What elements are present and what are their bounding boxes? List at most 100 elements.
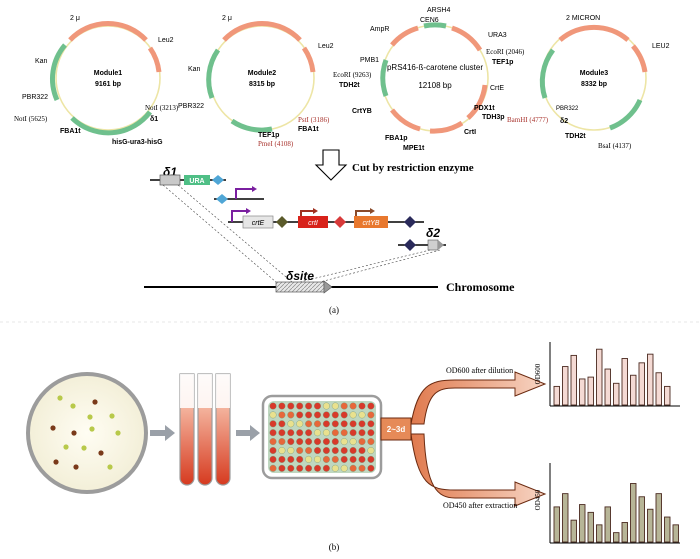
bar (562, 493, 569, 543)
well (287, 447, 295, 455)
colony (92, 399, 98, 405)
well (314, 429, 322, 437)
well (322, 402, 330, 410)
well (367, 455, 375, 463)
well (340, 411, 348, 419)
well (314, 402, 322, 410)
module3-label-delta2: δ2 (560, 118, 568, 125)
colony (81, 445, 87, 451)
crti-label: crtI (308, 220, 318, 227)
colonies (50, 395, 121, 470)
prs416-label-ecori-9263: EcoRI (9263) (333, 71, 372, 79)
well (358, 447, 366, 455)
well (367, 411, 375, 419)
well (278, 455, 286, 463)
well (340, 429, 348, 437)
bar (562, 366, 569, 406)
bar (587, 511, 594, 543)
bar (553, 506, 560, 543)
well (314, 464, 322, 472)
bar (672, 524, 679, 543)
module1-label-fba1t: FBA1t (60, 128, 81, 135)
well (278, 438, 286, 446)
well (331, 402, 339, 410)
well (349, 411, 357, 419)
well (322, 438, 330, 446)
well (287, 429, 295, 437)
colony (53, 459, 59, 465)
well (358, 402, 366, 410)
well (269, 447, 277, 455)
culture-tube-3 (215, 373, 231, 486)
well (322, 429, 330, 437)
well (322, 455, 330, 463)
well (367, 402, 375, 410)
plasmid-module2: Module2 8315 bp 2 μ Leu2 Kan PBR322 PstI… (178, 15, 334, 148)
module1-label-delta1: δ1 (150, 116, 158, 123)
well (269, 429, 277, 437)
well (287, 464, 295, 472)
ura-label: URA (189, 178, 204, 185)
top-chart-axis-label: OD600 (534, 363, 542, 384)
well (278, 402, 286, 410)
module1-label-noti-3213: NotI (3213) (145, 104, 179, 112)
prs416-label-ampr: AmpR (370, 26, 389, 33)
well (296, 429, 304, 437)
well (358, 438, 366, 446)
panel-a: Module1 9161 bp 2 μ Leu2 Kan PBR322 NotI… (14, 7, 670, 315)
module3-label-pbr322: PBR322 (556, 106, 579, 112)
module2-label-tef1p: TEF1p (258, 132, 279, 139)
bar (596, 524, 603, 543)
module1-label-pbr322: PBR322 (22, 94, 48, 101)
well (340, 420, 348, 428)
well (367, 420, 375, 428)
module2-label-kan: Kan (188, 66, 201, 73)
prs416-size: 12108 bp (418, 81, 452, 90)
well (322, 464, 330, 472)
bar (613, 382, 620, 406)
panel-b: 2~3d OD600 after dilution OD450 after ex… (26, 342, 680, 552)
well (367, 447, 375, 455)
well (367, 464, 375, 472)
module1-label-kan: Kan (35, 58, 48, 65)
well (314, 455, 322, 463)
delta-site-box (275, 281, 325, 293)
well (296, 411, 304, 419)
well (314, 420, 322, 428)
well (314, 411, 322, 419)
well (305, 402, 313, 410)
module1-label-leu2: Leu2 (158, 37, 174, 44)
module2-label-pbr322: PBR322 (178, 103, 204, 110)
culture-tubes (179, 373, 231, 486)
well (322, 420, 330, 428)
colony (109, 413, 115, 419)
well (269, 464, 277, 472)
bar (647, 353, 654, 406)
well (331, 438, 339, 446)
bar (655, 372, 662, 406)
prs416-label-ecori-2046: EcoRI (2046) (486, 48, 525, 56)
colony (107, 464, 113, 470)
colony (50, 425, 56, 431)
well (296, 420, 304, 428)
bottom-chart-axis-label: OD450 (534, 489, 542, 510)
bottom-arrow-label: OD450 after extraction (443, 501, 517, 510)
prs416-label-pmb1: PMB1 (360, 57, 379, 64)
time-label: 2~3d (387, 425, 406, 434)
cut-arrow: Cut by restriction enzyme (314, 149, 474, 181)
module2-label-leu2: Leu2 (318, 43, 334, 50)
well (349, 447, 357, 455)
crtyb-label: crtYB (362, 220, 379, 227)
bar (596, 348, 603, 406)
well (340, 438, 348, 446)
prs416-label-ura3: URA3 (488, 32, 507, 39)
module3-label-tdh2t: TDH2t (565, 133, 586, 140)
well (367, 438, 375, 446)
prs416-label-crti: CrtI (464, 129, 476, 136)
bar (647, 508, 654, 543)
module3-label-bsai: BsaI (4137) (598, 142, 632, 150)
well (367, 429, 375, 437)
well (331, 447, 339, 455)
bar (613, 532, 620, 543)
module3-name: Module3 (580, 70, 608, 77)
